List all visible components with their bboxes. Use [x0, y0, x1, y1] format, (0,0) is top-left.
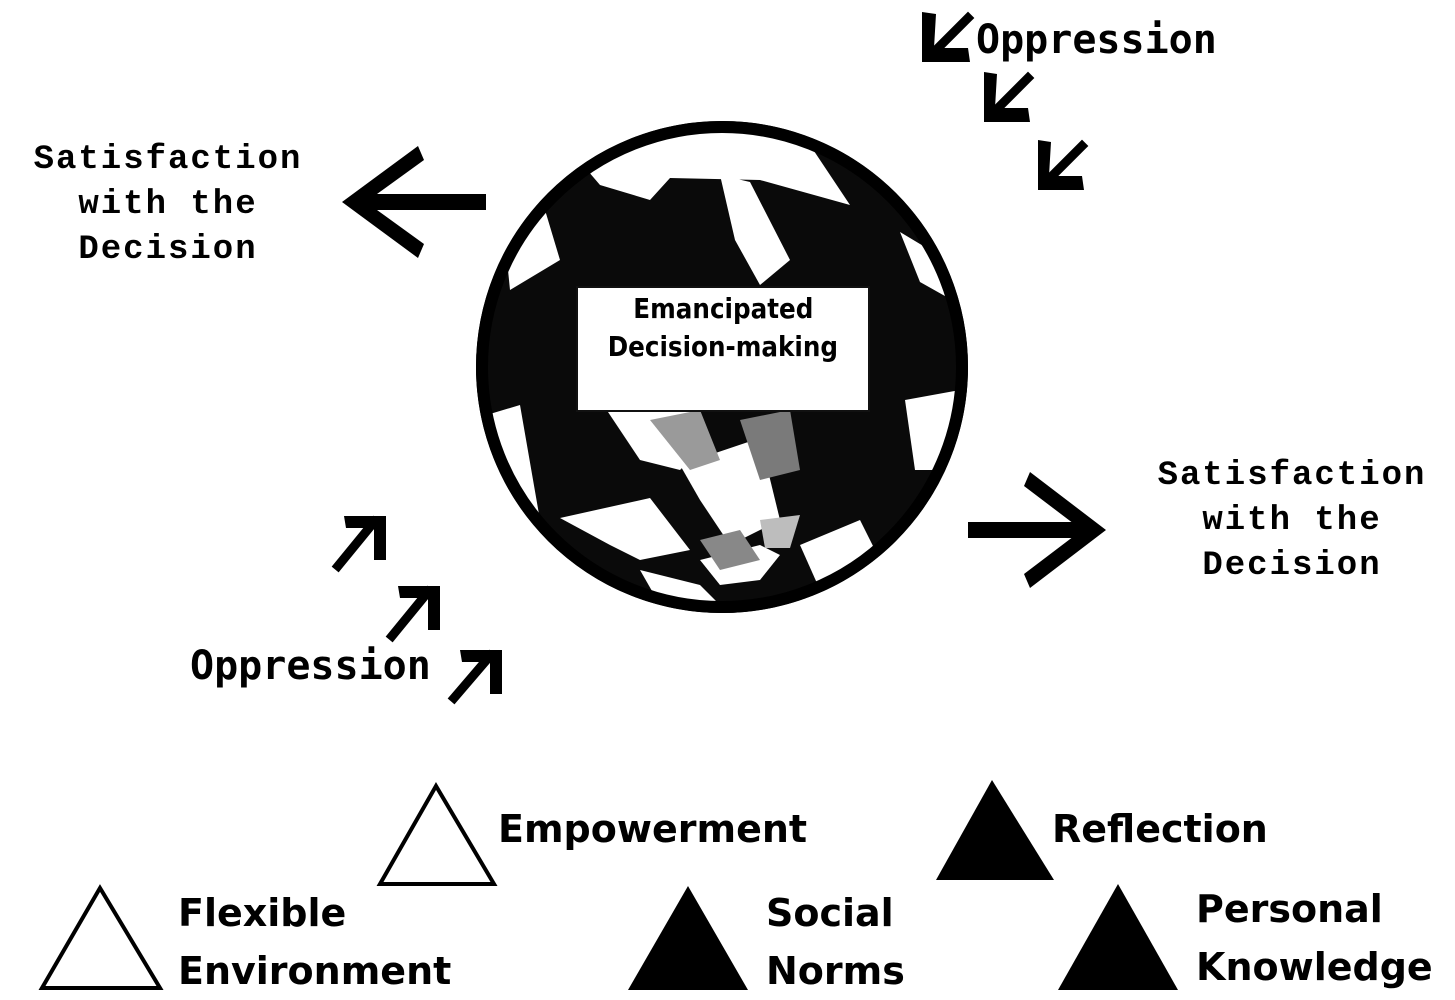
outcome-left-label: Satisfaction with the Decision: [10, 138, 326, 273]
top-oppression-arrow-2: [984, 71, 1035, 122]
bottom-oppression-arrow-3: [447, 649, 502, 705]
legend-flexible-environment-line1: Flexible: [178, 891, 347, 935]
outcome-left-line1: Satisfaction: [33, 141, 303, 179]
outcome-right-label: Satisfaction with the Decision: [1134, 454, 1450, 589]
empowerment-triangle: [376, 782, 498, 886]
bottom-oppression-arrow-2: [385, 585, 440, 643]
oppression-top-label: Oppression: [976, 17, 1217, 63]
legend-personal-knowledge-label: Personal Knowledge: [1196, 880, 1433, 996]
legend-flexible-environment-label: Flexible Environment: [178, 884, 451, 1000]
legend-flexible-environment-line2: Environment: [178, 949, 452, 993]
outcome-right-line3: Decision: [1202, 547, 1382, 585]
reflection-triangle: [936, 780, 1054, 880]
top-oppression-arrows: [922, 11, 1089, 190]
legend-reflection-label: Reflection: [1052, 807, 1268, 851]
center-concept-line2: Decision-making: [607, 330, 839, 363]
left-outcome-arrow: [342, 146, 486, 258]
center-concept-box: Emancipated Decision-making: [576, 286, 870, 412]
outcome-right-line2: with the: [1202, 502, 1382, 540]
center-concept-line1: Emancipated: [632, 292, 814, 325]
social-norms-triangle: [628, 886, 748, 990]
top-oppression-arrow-1: [922, 11, 975, 62]
legend-social-norms-line2: Norms: [766, 949, 905, 993]
legend-empowerment-label: Empowerment: [498, 807, 808, 851]
oppression-bottom-label: Oppression: [190, 643, 431, 689]
bottom-oppression-arrow-1: [331, 515, 386, 573]
right-outcome-arrow: [968, 472, 1106, 588]
flexible-environment-triangle: [38, 884, 164, 990]
outcome-left-line2: with the: [78, 186, 258, 224]
legend-personal-knowledge-line2: Knowledge: [1196, 945, 1433, 989]
bottom-oppression-arrows: [331, 515, 502, 705]
legend-personal-knowledge-line1: Personal: [1196, 887, 1383, 931]
personal-knowledge-triangle: [1058, 884, 1178, 990]
legend-social-norms-line1: Social: [766, 891, 894, 935]
legend-social-norms-label: Social Norms: [766, 884, 905, 1000]
outcome-left-line3: Decision: [78, 231, 258, 269]
top-oppression-arrow-3: [1038, 139, 1089, 190]
outcome-right-line1: Satisfaction: [1157, 457, 1427, 495]
